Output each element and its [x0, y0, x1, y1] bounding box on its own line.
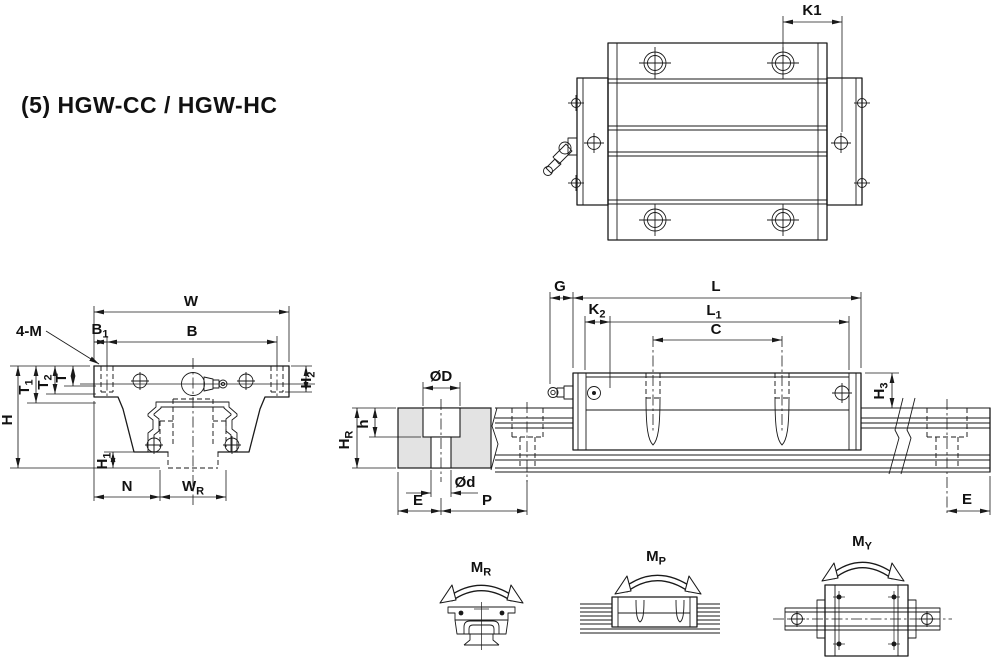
dim-label-h-depth: h [355, 419, 372, 428]
side-view: ØD h HR Ød E [336, 278, 991, 515]
top-view-mounting-holes [639, 47, 799, 236]
dim-label-w: W [184, 293, 199, 310]
dim-label-4m: 4-M [16, 323, 42, 340]
dim-label-e-right: E [962, 491, 972, 508]
mr-arrowhead-left [439, 584, 457, 604]
front-view-screws [131, 372, 255, 454]
endplate-screw-left [587, 386, 601, 400]
dim-label-k1: K1 [802, 2, 821, 19]
t2-dimension: T2 [35, 366, 96, 395]
mp-carriage-icon [580, 596, 720, 634]
four-m-callout: 4-M [16, 323, 100, 365]
front-view: W B B1 4-M T T2 [0, 293, 318, 505]
dim-label-p: P [482, 492, 492, 509]
w-dimension: W [93, 293, 290, 362]
dim-label-hr: HR [336, 431, 356, 450]
front-view-carriage-outline [93, 365, 290, 453]
t1-dimension: T1 [16, 366, 96, 404]
c-dimension: C [653, 321, 782, 343]
my-carriage-icon [773, 584, 952, 657]
wr-dimension: WR [160, 470, 227, 501]
counterbore-hole [422, 407, 461, 438]
diaD-dimension: ØD [422, 368, 461, 406]
dim-label-t: T [53, 373, 70, 382]
dim-label-k2: K2 [589, 301, 606, 321]
b-dimension: B [106, 323, 278, 360]
dim-label-c: C [711, 321, 722, 338]
mp-arrowhead-left [614, 575, 632, 595]
h1-dimension: H1 [94, 451, 134, 470]
dim-label-diad: Ød [455, 474, 476, 491]
e-p-dimensions: E P [397, 472, 528, 515]
dim-label-h2: H2 [298, 372, 318, 389]
k2-l1-dimensions: K2 L1 [584, 301, 850, 388]
mr-carriage-icon [447, 602, 516, 650]
hr-dimension: HR [336, 408, 396, 469]
dim-label-wr: WR [182, 478, 204, 498]
e-right-dimension: E [947, 476, 991, 515]
top-view-block-lines [608, 43, 827, 240]
carriage-mount-hole-2 [774, 336, 790, 446]
my-arrowhead-right [887, 562, 905, 582]
dim-label-g: G [554, 278, 566, 295]
moment-my: MY [773, 533, 952, 657]
mp-arrowhead-right [684, 575, 702, 595]
g-dimension: G [549, 278, 574, 384]
dim-label-b: B [187, 323, 198, 340]
grease-nipple-side-view [547, 385, 574, 400]
h-dimension: H [0, 365, 160, 469]
dim-label-h1: H1 [94, 453, 114, 470]
carriage-mount-hole-1 [645, 336, 661, 446]
rail-hole-hidden-1 [511, 402, 544, 482]
top-view-wing-lines [582, 78, 857, 205]
top-view: K1 [543, 2, 870, 241]
grease-nipple-top-view [543, 137, 578, 176]
moment-label-mr: MR [471, 559, 492, 579]
moment-mp: MP [580, 548, 720, 634]
dim-label-n: N [122, 478, 133, 495]
k1-dimension: K1 [782, 2, 843, 132]
dim-label-l1: L1 [706, 302, 721, 322]
rail-hole-hidden-2 [926, 399, 968, 515]
moment-label-my: MY [852, 533, 873, 553]
dim-label-h3: H3 [871, 383, 891, 400]
top-view-left-wing [576, 77, 609, 206]
dim-label-diaD: ØD [430, 368, 453, 385]
dim-label-h: H [0, 415, 16, 426]
h3-dimension: H3 [865, 372, 899, 408]
t-dimension: T [53, 366, 96, 387]
dim-label-t2: T2 [35, 374, 55, 389]
carriage-side-view [547, 336, 862, 451]
dim-label-b1: B1 [92, 321, 109, 341]
l-dimension: L [573, 278, 862, 368]
diad-dimension: Ød [406, 470, 478, 497]
dim-label-e-left: E [413, 492, 423, 509]
endplate-screw-right [832, 383, 852, 403]
dim-label-t1: T1 [16, 379, 36, 394]
moment-mr: MR [439, 559, 524, 650]
top-view-block [607, 42, 828, 241]
h2-dimension: H2 [285, 365, 318, 393]
mr-arrowhead-right [506, 584, 524, 604]
dim-label-l: L [711, 278, 720, 295]
top-view-right-wing [826, 77, 863, 206]
rail-side-view [490, 397, 991, 475]
drawing-title: (5) HGW-CC / HGW-HC [21, 92, 278, 118]
top-view-endcap-screws [568, 95, 870, 191]
front-view-flange-tapped-holes [100, 360, 284, 398]
b1-dimension: B1 [92, 321, 109, 345]
moment-label-mp: MP [646, 548, 666, 568]
my-arrowhead-left [821, 562, 839, 582]
grease-nipple-front-view [80, 372, 315, 396]
